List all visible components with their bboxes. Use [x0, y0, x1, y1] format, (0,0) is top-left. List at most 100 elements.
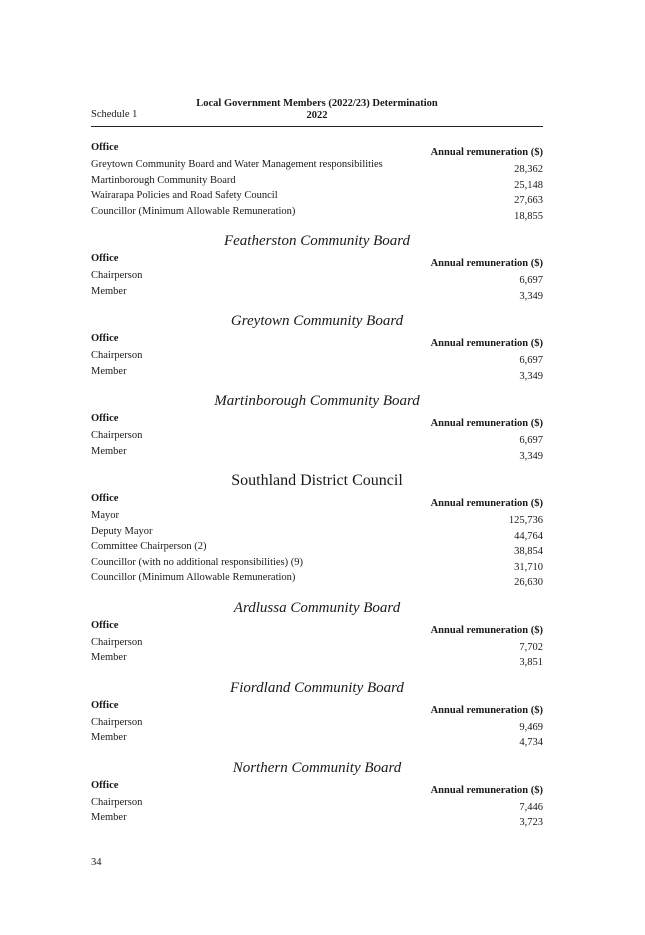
- column-header-amount: Annual remuneration ($): [430, 147, 543, 158]
- section-spacer: [91, 586, 543, 599]
- column-headers: Office Annual remuneration ($): [91, 142, 543, 158]
- column-header-office: Office: [91, 333, 119, 344]
- column-headers: Office Annual remuneration ($): [91, 699, 543, 716]
- office-name: Chairperson: [91, 430, 143, 441]
- column-header-amount: Annual remuneration ($): [430, 258, 543, 269]
- table-row: Chairperson 6,697: [91, 428, 543, 446]
- column-header-office: Office: [91, 413, 119, 424]
- section-title: Martinborough Community Board: [214, 393, 420, 409]
- office-name: Chairperson: [91, 796, 143, 808]
- remuneration-amount: 3,349: [519, 290, 543, 302]
- office-name: Committee Chairperson (2): [91, 541, 207, 552]
- section-spacer: [91, 219, 543, 232]
- remuneration-amount: 3,851: [519, 657, 543, 668]
- table-row: Wairarapa Policies and Road Safety Counc…: [91, 188, 543, 206]
- column-header-office: Office: [91, 253, 119, 264]
- section-spacer: [91, 746, 543, 759]
- section-continued: Office Annual remuneration ($) Greytown Co…: [91, 142, 543, 222]
- column-header-amount: Annual remuneration ($): [430, 498, 543, 509]
- page-number: 34: [91, 857, 102, 868]
- remuneration-amount: 9,469: [519, 721, 543, 733]
- section-title: Featherston Community Board: [223, 233, 411, 249]
- table-row: Member 3,349: [91, 284, 543, 302]
- column-header-amount: Annual remuneration ($): [430, 784, 543, 796]
- column-header-amount: Annual remuneration ($): [430, 624, 543, 636]
- remuneration-amount: 3,349: [519, 450, 543, 462]
- table-row: Chairperson 7,446: [91, 795, 543, 813]
- remuneration-table: Office Annual remuneration ($)Chairperson…: [91, 619, 543, 669]
- office-name: Martinborough Community Board: [91, 174, 236, 186]
- remuneration-amount: 6,697: [519, 275, 543, 286]
- section-spacer: [91, 379, 543, 392]
- table-row: Committee Chairperson (2) 38,854: [91, 539, 543, 557]
- column-headers: Office Annual remuneration ($): [91, 253, 543, 269]
- section-title: Northern Community Board: [232, 759, 402, 776]
- office-name: Greytown Community Board and Water Manag…: [91, 159, 383, 170]
- document-title: Local Government Members (2022/23) Deter…: [196, 98, 438, 109]
- table-row: Member 3,851: [91, 650, 543, 668]
- table-row: Councillor (Minimum Allowable Remunerati…: [91, 204, 543, 222]
- section-spacer: [91, 299, 543, 312]
- schedule-label: Schedule 1: [91, 109, 138, 120]
- remuneration-amount: 3,723: [519, 817, 543, 828]
- remuneration-amount: 27,663: [514, 195, 543, 206]
- section-title: Fiordland Community Board: [230, 679, 404, 696]
- office-name: Member: [91, 285, 127, 297]
- column-headers: Office Annual remuneration ($): [91, 333, 543, 349]
- office-name: Mayor: [91, 510, 119, 521]
- office-name: Councillor (with no additional responsib…: [91, 556, 304, 568]
- table-row: Greytown Community Board and Water Manag…: [91, 157, 543, 175]
- remuneration-amount: 3,349: [519, 370, 543, 382]
- column-header-amount: Annual remuneration ($): [430, 338, 543, 349]
- table-row: Councillor (Minimum Allowable Remunerati…: [91, 570, 543, 588]
- table-row: Councillor (with no additional responsib…: [91, 555, 543, 573]
- remuneration-amount: 7,446: [519, 801, 543, 813]
- remuneration-table: Office Annual remuneration ($)Chairperson…: [91, 333, 543, 382]
- office-name: Councillor (Minimum Allowable Remunerati…: [91, 572, 296, 583]
- remuneration-table: Office Annual remuneration ($)Chairperson…: [91, 699, 543, 749]
- remuneration-table: Office Annual remuneration ($)Chairperson…: [91, 253, 543, 302]
- remuneration-amount: 7,702: [519, 641, 543, 653]
- column-header-office: Office: [91, 699, 119, 711]
- remuneration-amount: 38,854: [514, 546, 543, 557]
- column-header-office: Office: [91, 493, 119, 504]
- remuneration-amount: 6,697: [519, 435, 543, 446]
- column-header-office: Office: [91, 142, 119, 153]
- section-spacer: [91, 666, 543, 679]
- office-name: Deputy Mayor: [91, 525, 153, 537]
- office-name: Member: [91, 652, 127, 663]
- remuneration-amount: 31,710: [514, 561, 543, 573]
- column-header-office: Office: [91, 619, 119, 631]
- remuneration-amount: 26,630: [514, 577, 543, 588]
- remuneration-amount: 44,764: [514, 530, 543, 542]
- header-divider: [91, 126, 543, 127]
- remuneration-amount: 4,734: [519, 737, 543, 748]
- document-year: 2022: [306, 110, 328, 121]
- office-name: Member: [91, 365, 127, 377]
- table-row: Member 4,734: [91, 730, 543, 748]
- remuneration-amount: 6,697: [519, 355, 543, 366]
- column-header-amount: Annual remuneration ($): [430, 418, 543, 429]
- table-row: Deputy Mayor 44,764: [91, 524, 543, 542]
- office-name: Member: [91, 732, 127, 743]
- column-header-amount: Annual remuneration ($): [430, 704, 543, 716]
